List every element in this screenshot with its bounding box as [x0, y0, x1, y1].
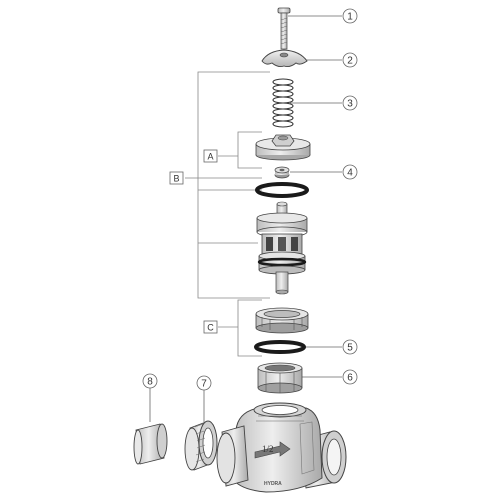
svg-text:3: 3: [347, 99, 353, 110]
callout-1: 1: [342, 8, 358, 24]
svg-text:C: C: [207, 322, 214, 332]
group-brackets: [185, 71, 270, 357]
part-valve-body: [216, 402, 347, 493]
svg-text:8: 8: [147, 377, 153, 388]
group-box-a: A: [203, 149, 218, 163]
callouts: 1 2 3 4 5 6 7 8: [142, 8, 358, 391]
part-screw: [277, 7, 291, 50]
callout-6: 6: [342, 369, 358, 385]
part-cartridge: [256, 201, 308, 295]
part-union-nut: [257, 362, 303, 394]
callout-8: 8: [142, 373, 158, 389]
flow-arrow-icon: [254, 441, 291, 459]
part-star-cap: [261, 49, 308, 68]
part-threaded-ring: [184, 420, 218, 471]
part-small-nut: [274, 166, 290, 179]
callout-7: 7: [196, 375, 212, 391]
group-box-c: C: [203, 320, 218, 334]
svg-text:B: B: [173, 173, 179, 183]
callout-4: 4: [342, 164, 358, 180]
callout-5: 5: [342, 339, 358, 355]
callout-3: 3: [342, 95, 358, 111]
svg-text:6: 6: [347, 373, 353, 384]
group-labels: A B C: [169, 149, 218, 334]
part-o-ring-upper: [255, 182, 309, 198]
part-spring: [272, 78, 294, 128]
part-sleeve: [133, 423, 168, 465]
svg-text:1: 1: [347, 12, 353, 23]
part-disk: [255, 134, 311, 161]
svg-text:5: 5: [347, 343, 353, 354]
svg-text:2: 2: [347, 56, 353, 67]
svg-text:4: 4: [347, 168, 353, 179]
part-o-ring-lower: [254, 340, 306, 354]
leader-lines: [149, 15, 342, 422]
body-brand-label: HYDRA: [264, 481, 282, 487]
body-size-label: 1/2: [262, 444, 274, 454]
callout-2: 2: [342, 52, 358, 68]
svg-text:A: A: [207, 151, 213, 161]
part-bonnet: [255, 307, 309, 334]
svg-text:7: 7: [201, 379, 207, 390]
group-box-b: B: [169, 171, 184, 185]
